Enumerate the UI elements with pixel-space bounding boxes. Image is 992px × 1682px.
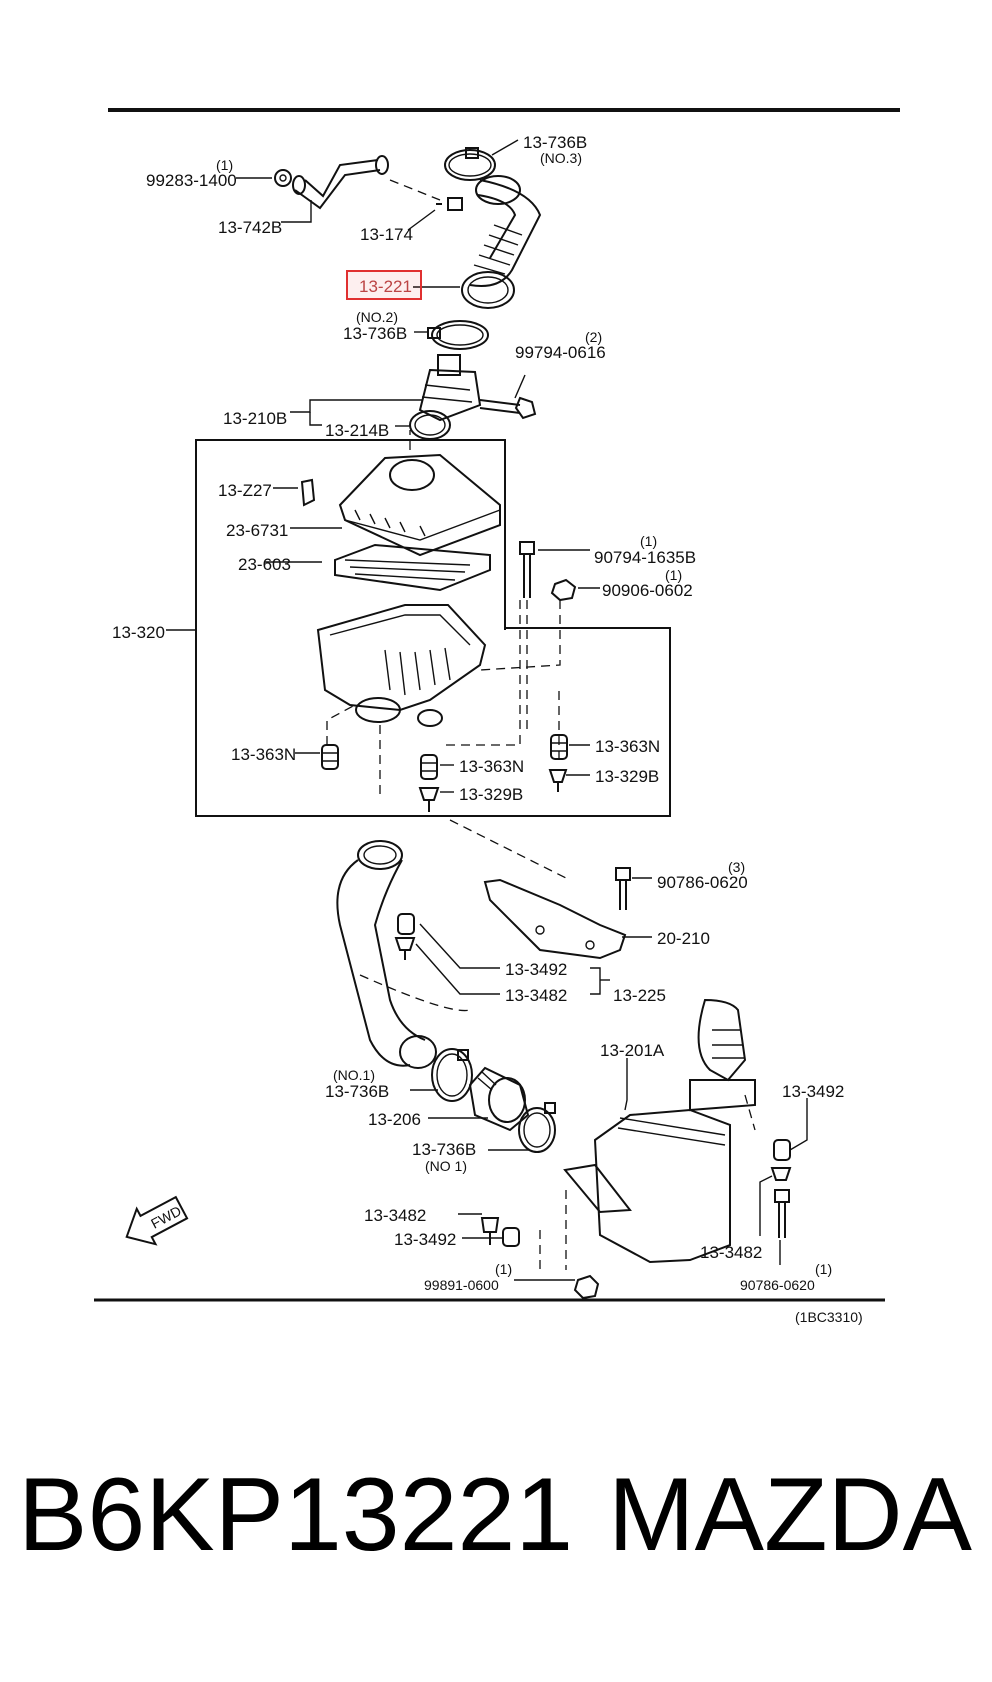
label-13-z27: 13-Z27 (218, 481, 272, 500)
clip-99283 (274, 169, 292, 187)
grommet-13-3492-b (502, 1227, 520, 1247)
label-13-736b-no3: 13-736B (523, 133, 587, 152)
highlight-box-13-221 (346, 270, 422, 300)
pin-13-329b-mid (418, 787, 440, 812)
footer-caption: B6KP13221 MAZDA (0, 1455, 992, 1575)
bracket-20-210 (483, 878, 627, 960)
qty-90786-bottom: (1) (815, 1261, 832, 1277)
label-13-210b: 13-210B (223, 409, 287, 428)
label-13-221: 13-221 (359, 277, 412, 296)
duct-13-225 (336, 840, 437, 1069)
label-23-6731: 23-6731 (226, 521, 288, 540)
label-90906-0602: 90906-0602 (602, 581, 693, 600)
label-23-603: 23-603 (238, 555, 291, 574)
collar-13-3482-b (480, 1217, 500, 1245)
bolt-90794-1635b (519, 541, 535, 598)
label-13-742b: 13-742B (218, 218, 282, 237)
bolt-90786-0620-bottom (774, 1189, 790, 1238)
label-99283-1400: 99283-1400 (146, 171, 237, 190)
hose-13-221 (461, 175, 542, 309)
bolt-90786-0620-top (615, 867, 631, 910)
air-cleaner-cover-23-6731 (338, 453, 501, 557)
filter-element-23-603 (334, 543, 491, 592)
nut-99891-0600 (573, 1274, 600, 1300)
brand-name: MAZDA (608, 1457, 972, 1573)
airflow-meter-13-210b (409, 354, 482, 440)
qualifier-no1-a: (NO.1) (333, 1067, 375, 1083)
qty-90794: (1) (640, 533, 657, 549)
label-90786-0620-top: 90786-0620 (657, 873, 748, 892)
label-13-329b-right: 13-329B (595, 767, 659, 786)
collar-13-3482-a (394, 937, 416, 960)
air-cleaner-frame (195, 439, 671, 817)
collar-13-3482-c (770, 1167, 792, 1181)
label-13-736b-no1-a: 13-736B (325, 1082, 389, 1101)
clip-13-z27 (300, 478, 316, 507)
label-13-225: 13-225 (613, 986, 666, 1005)
pin-13-329b-right (548, 769, 568, 792)
resonator-13-201a (563, 998, 756, 1264)
grommet-13-3492-a (397, 913, 415, 935)
label-13-363n-right: 13-363N (595, 737, 660, 756)
label-13-3482-b: 13-3482 (364, 1206, 426, 1225)
qty-99283: (1) (216, 157, 233, 173)
label-13-363n-mid: 13-363N (459, 757, 524, 776)
label-20-210: 20-210 (657, 929, 710, 948)
leader-lines (166, 139, 808, 1281)
grommet-13-363n-mid (420, 754, 438, 780)
fwd-arrow-icon: FWD (125, 1195, 189, 1246)
label-99891-0600: 99891-0600 (424, 1277, 499, 1293)
label-13-363n-left: 13-363N (231, 745, 296, 764)
label-13-3492-b: 13-3492 (394, 1230, 456, 1249)
nut-90906-0602 (550, 578, 577, 602)
label-90794-1635b: 90794-1635B (594, 548, 696, 567)
qty-90906: (1) (665, 567, 682, 583)
diagram-code: (1BC3310) (795, 1309, 863, 1325)
fitting-13-174 (436, 197, 463, 211)
qty-99794: (2) (585, 329, 602, 345)
label-13-3492-c: 13-3492 (782, 1082, 844, 1101)
label-13-736b-no1-b: 13-736B (412, 1140, 476, 1159)
qualifier-no1-b: (NO 1) (425, 1158, 467, 1174)
part-number: B6KP13221 (18, 1457, 574, 1573)
label-99794-0616: 99794-0616 (515, 343, 606, 362)
clamp-13-736b-no1-b (518, 1102, 556, 1153)
grommet-13-363n-left (321, 744, 339, 770)
qualifier-no3: (NO.3) (540, 150, 582, 166)
qty-99891: (1) (495, 1261, 512, 1277)
label-13-3492-a: 13-3492 (505, 960, 567, 979)
label-13-320: 13-320 (112, 623, 165, 642)
label-13-174: 13-174 (360, 225, 413, 244)
qty-90786-top: (3) (728, 859, 745, 875)
label-13-736b-no2: 13-736B (343, 324, 407, 343)
label-13-214b: 13-214B (325, 421, 389, 440)
clamp-13-736b-no3 (444, 147, 496, 181)
clamp-13-736b-no1-a (431, 1048, 473, 1102)
qualifier-no2: (NO.2) (356, 309, 398, 325)
label-90786-0620-bottom: 90786-0620 (740, 1277, 815, 1293)
label-13-3482-c: 13-3482 (700, 1243, 762, 1262)
fwd-label: FWD (148, 1203, 184, 1232)
hose-13-206 (468, 1066, 530, 1132)
clamp-13-736b-no2 (427, 320, 489, 350)
label-13-329b-mid: 13-329B (459, 785, 523, 804)
label-13-201a: 13-201A (600, 1041, 665, 1060)
air-cleaner-case-13-320 (316, 604, 487, 727)
bolt-99794-0616 (479, 396, 537, 420)
hose-13-742b (292, 155, 389, 210)
grommet-13-3492-c (773, 1139, 791, 1161)
label-13-3482-a: 13-3482 (505, 986, 567, 1005)
label-13-206: 13-206 (368, 1110, 421, 1129)
